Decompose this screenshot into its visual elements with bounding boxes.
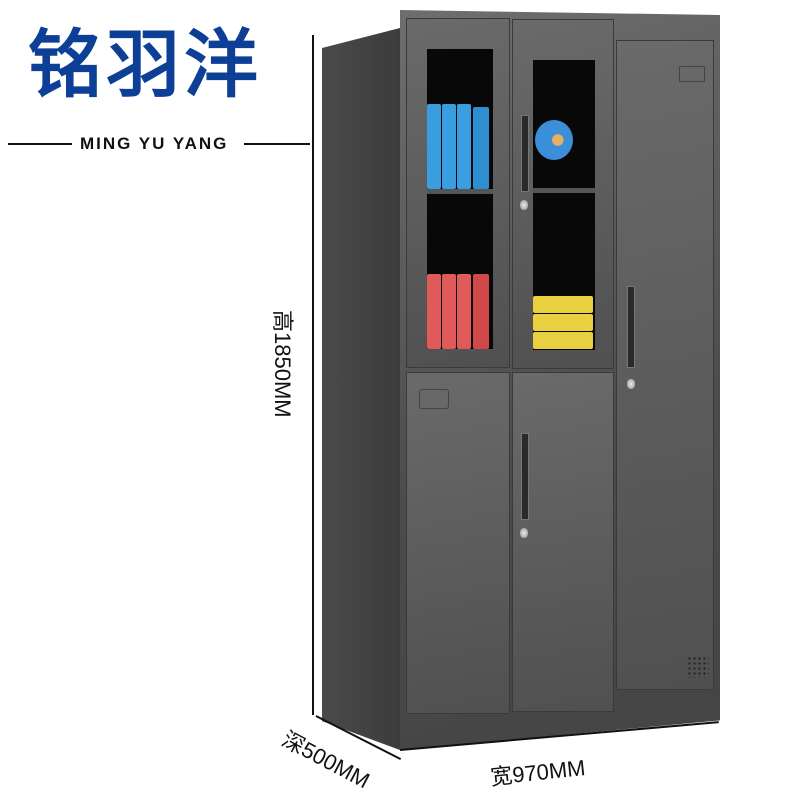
width-label: 宽970MM — [489, 755, 587, 790]
cabinet-side-panel — [322, 28, 400, 750]
lower-left-door[interactable] — [406, 372, 510, 714]
lock-icon — [520, 200, 528, 210]
red-binder — [427, 274, 441, 349]
door-handle[interactable] — [521, 115, 529, 192]
height-label: 高1850MM — [270, 310, 295, 418]
red-binder — [457, 274, 471, 349]
blue-binder — [457, 104, 471, 189]
yellow-binder — [533, 296, 593, 313]
label-holder — [419, 389, 449, 409]
upper-left-glass-door[interactable] — [406, 18, 510, 368]
door-handle[interactable] — [627, 286, 635, 368]
lock-icon — [627, 379, 635, 389]
door-handle[interactable] — [521, 433, 529, 520]
lower-right-door[interactable] — [512, 372, 614, 712]
globe-icon — [535, 120, 573, 160]
blue-binder — [473, 107, 489, 189]
lock-icon — [520, 528, 528, 538]
label-holder — [679, 66, 705, 82]
brand-logo-cn: 铭羽洋 — [28, 22, 262, 108]
yellow-binder — [533, 332, 593, 349]
vent-holes — [687, 656, 709, 678]
brand-line-right — [244, 143, 310, 145]
shelf — [533, 188, 595, 193]
upper-right-glass-door[interactable] — [512, 19, 614, 369]
height-dimension-line — [312, 35, 314, 715]
yellow-binder — [533, 314, 593, 331]
red-binder — [442, 274, 456, 349]
brand-line-left — [8, 143, 72, 145]
upper-left-glass — [427, 49, 493, 349]
right-full-door[interactable] — [616, 40, 714, 690]
red-binder — [473, 274, 489, 349]
brand-logo-en: MING YU YANG — [80, 134, 229, 153]
blue-binder — [442, 104, 456, 189]
shelf — [427, 189, 493, 194]
upper-right-glass — [533, 60, 595, 350]
blue-binder — [427, 104, 441, 189]
cabinet-front — [400, 10, 720, 750]
